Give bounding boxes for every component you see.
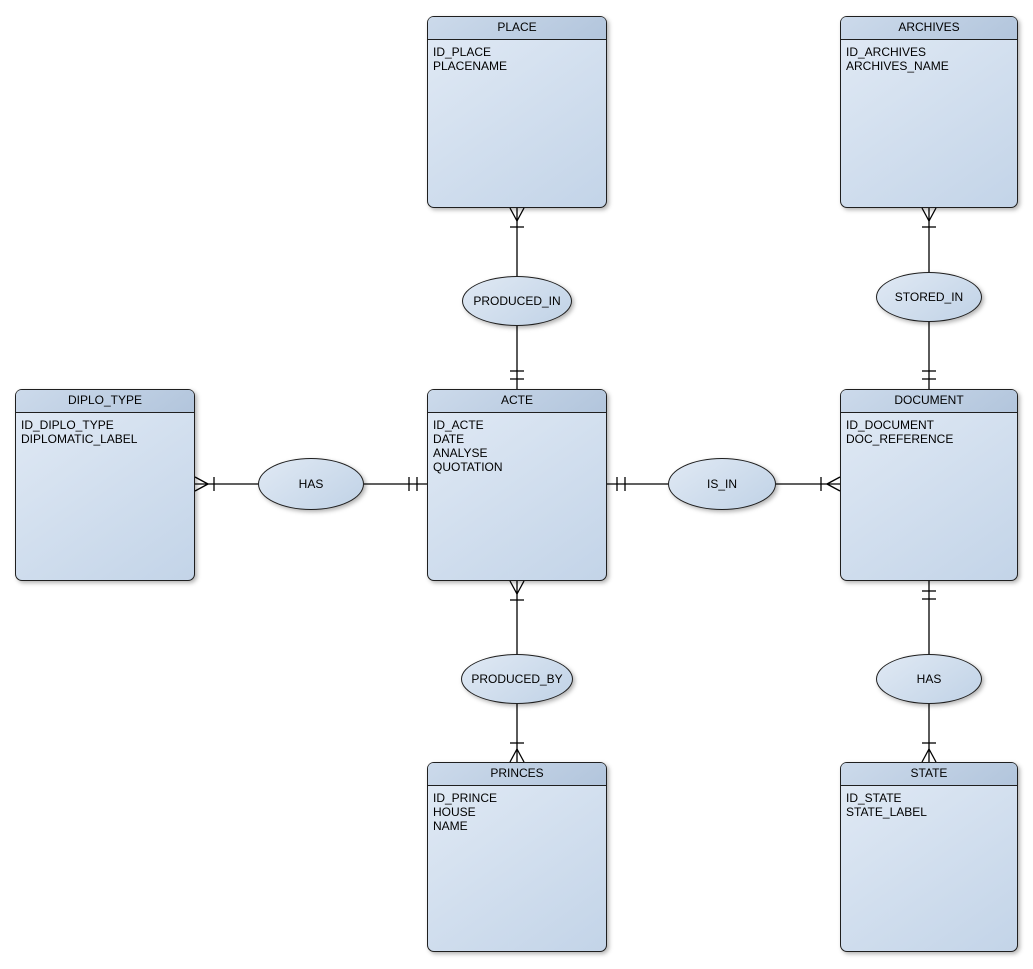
entity-attribute: DIPLOMATIC_LABEL [21,432,138,446]
relationship-is_in[interactable]: IS_IN [668,458,776,510]
relationship-label: IS_IN [706,477,737,491]
entity-attribute: QUOTATION [433,460,503,474]
relationship-produced_in[interactable]: PRODUCED_IN [462,276,572,326]
relationship-has_diplo[interactable]: HAS [258,458,364,510]
entity-title: STATE [841,763,1017,786]
relationship-stored_in[interactable]: STORED_IN [876,272,982,322]
relationship-label: PRODUCED_BY [471,672,563,686]
entity-attribute: ID_PLACE [433,45,492,59]
entity-attribute: ANALYSE [433,446,488,460]
relationship-label: STORED_IN [894,290,964,304]
entity-attribute: ID_DIPLO_TYPE [21,418,114,432]
entity-title: ARCHIVES [841,17,1017,40]
entity-attribute: ID_STATE [846,791,902,805]
entity-attribute: STATE_LABEL [846,805,927,819]
entity-title: DIPLO_TYPE [16,390,194,413]
entity-attribute: HOUSE [433,805,476,819]
entity-attribute: DATE [433,432,465,446]
entity-title: ACTE [428,390,606,413]
entity-attribute: ARCHIVES_NAME [846,59,949,73]
entity-attribute: NAME [433,819,468,833]
entity-attribute: DOC_REFERENCE [846,432,954,446]
relationship-has_state[interactable]: HAS [876,654,982,704]
entity-attribute: ID_PRINCE [433,791,498,805]
relationship-label: PRODUCED_IN [473,294,561,308]
entity-attribute: ID_ARCHIVES [846,45,927,59]
entity-attribute: ID_DOCUMENT [846,418,935,432]
entity-attribute: PLACENAME [433,59,508,73]
entity-title: PLACE [428,17,606,40]
relationship-label: HAS [916,672,942,686]
relationship-produced_by[interactable]: PRODUCED_BY [461,654,573,704]
entity-attribute: ID_ACTE [433,418,484,432]
entity-title: DOCUMENT [841,390,1017,413]
relationship-label: HAS [298,477,324,491]
entity-title: PRINCES [428,763,606,786]
